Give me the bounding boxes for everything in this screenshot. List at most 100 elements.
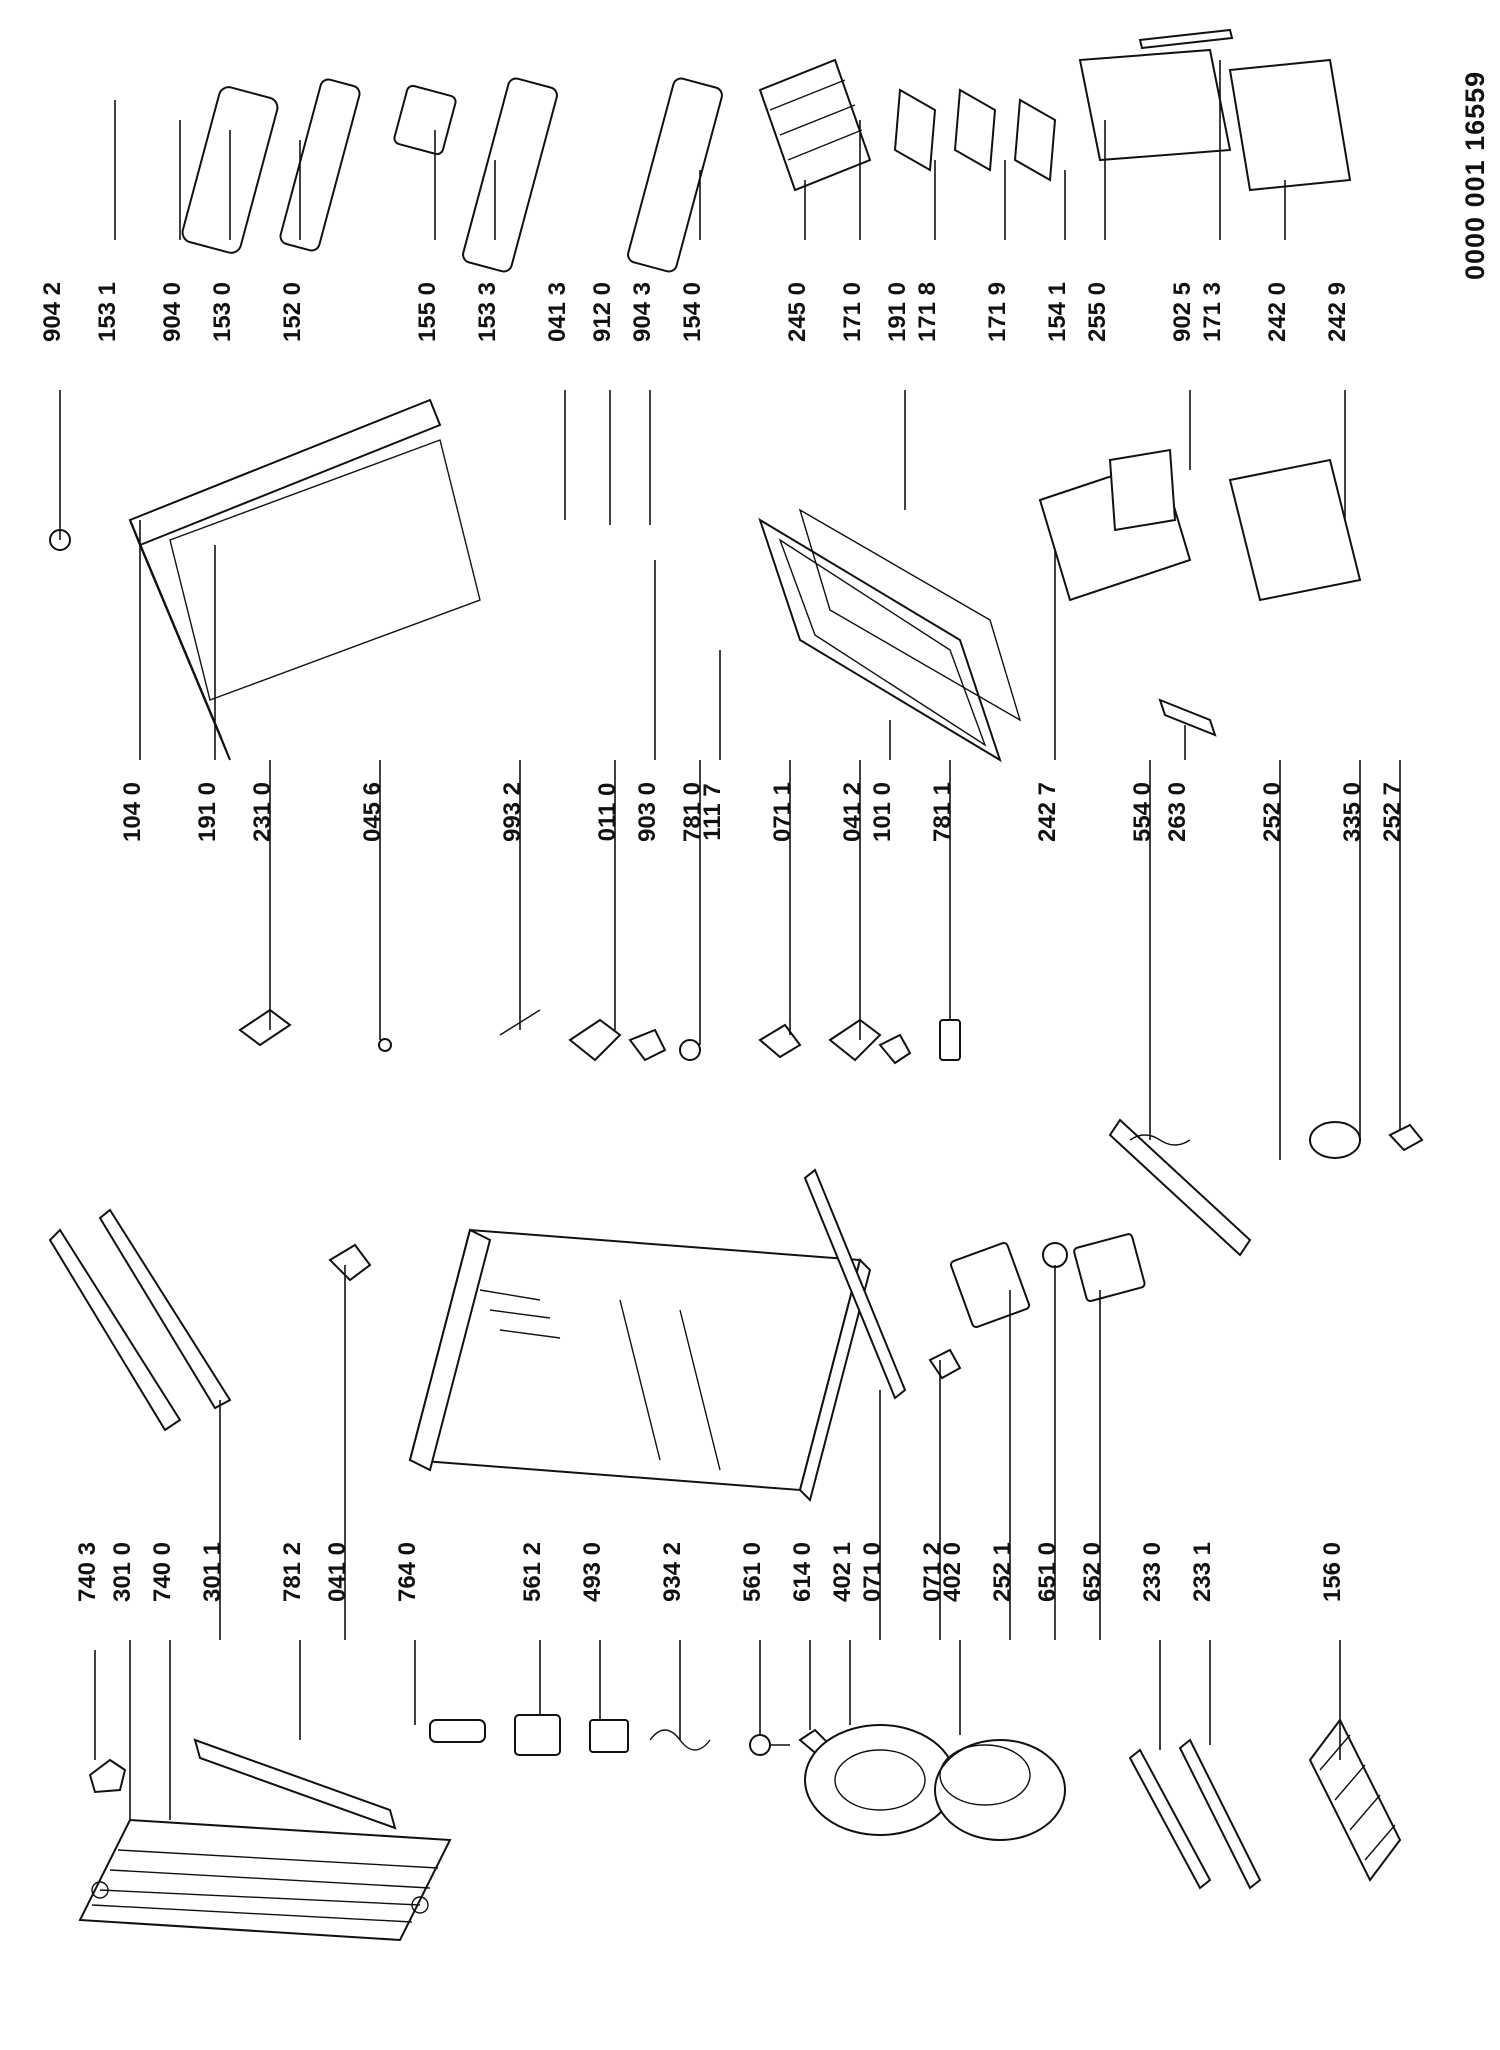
part-number-label: 902 5 — [1169, 282, 1196, 342]
grille-part — [1308, 1718, 1402, 1882]
part-number-label: 993 2 — [499, 782, 526, 842]
gasket-upper — [169, 439, 481, 701]
compressor — [934, 1739, 1066, 1841]
capacitor-block — [589, 1719, 629, 1753]
part-number-label: 781 0 — [679, 782, 706, 842]
part-number-label: 335 0 — [1339, 782, 1366, 842]
part-number-label: 903 0 — [634, 782, 661, 842]
part-number-label: 171 3 — [1199, 282, 1226, 342]
part-number-label: 154 1 — [1044, 282, 1071, 342]
hinge-pin — [238, 1008, 292, 1047]
part-number-label: 245 0 — [784, 282, 811, 342]
part-number-label: 011 0 — [594, 783, 621, 842]
shelf-trim — [1138, 28, 1234, 50]
part-number-label: 904 2 — [39, 282, 66, 342]
part-number-label: 191 0 — [884, 282, 911, 342]
part-number-label: 652 0 — [1079, 1542, 1106, 1602]
part-number-label: 071 2 — [919, 1542, 946, 1602]
door-shelf-2 — [279, 78, 361, 252]
control-board — [1073, 1233, 1146, 1303]
drain-plug — [1388, 1123, 1424, 1152]
part-number-label: 934 2 — [659, 1542, 686, 1602]
condenser-coil — [78, 1818, 452, 1942]
part-number-label: 614 0 — [789, 1542, 816, 1602]
hinge-part — [328, 1243, 372, 1282]
part-number-label: 554 0 — [1129, 782, 1156, 842]
bottom-trim — [803, 1168, 907, 1400]
part-number-label: 045 6 — [359, 782, 386, 842]
egg-tray — [393, 84, 457, 156]
hinge-set — [568, 1018, 667, 1062]
part-number-label: 171 8 — [914, 282, 941, 342]
part-number-label: 912 0 — [589, 282, 616, 342]
crisper-drawer — [1228, 58, 1352, 192]
drawer-front — [1108, 448, 1177, 532]
part-number-label: 154 0 — [679, 282, 706, 342]
evaporator-unit — [1108, 1118, 1252, 1257]
part-number-label: 561 2 — [519, 1542, 546, 1602]
part-number-label: 781 2 — [279, 1542, 306, 1602]
part-number-label: 651 0 — [1034, 1542, 1061, 1602]
relay-block — [514, 1714, 561, 1756]
shelf-support-2 — [953, 88, 997, 172]
plug-part — [378, 1038, 392, 1052]
glass-shelf — [1078, 48, 1232, 162]
rail-part-2 — [1178, 1738, 1262, 1890]
part-number-label: 904 0 — [159, 282, 186, 342]
part-number-label: 041 0 — [324, 1542, 351, 1602]
part-number-label: 764 0 — [394, 1542, 421, 1602]
clip-part — [88, 1758, 127, 1794]
small-bracket — [928, 1348, 962, 1380]
part-number-label: 231 0 — [249, 782, 276, 842]
part-number-label: 242 0 — [1264, 282, 1291, 342]
part-number-label: 155 0 — [414, 282, 441, 342]
part-number-label: 255 0 — [1084, 282, 1111, 342]
part-number-label: 071 0 — [859, 1542, 886, 1602]
part-number-label: 071 1 — [769, 782, 796, 842]
part-number-label: 152 0 — [279, 282, 306, 342]
part-number-label: 781 1 — [929, 782, 956, 842]
part-number-label: 101 0 — [869, 782, 896, 842]
door-shelf-4 — [627, 77, 723, 273]
top-trim-1 — [48, 1228, 182, 1432]
part-number-label: 242 9 — [1324, 282, 1351, 342]
filter-part — [1158, 698, 1217, 737]
glass-shelf-grid — [758, 58, 872, 192]
part-number-label: 402 0 — [939, 1542, 966, 1602]
part-number-label: 041 2 — [839, 782, 866, 842]
part-number-label: 301 0 — [109, 1542, 136, 1602]
gasket-lower — [798, 508, 1022, 722]
part-number-label: 740 3 — [74, 1542, 101, 1602]
door-lower — [758, 517, 1002, 763]
part-number-label: 171 9 — [984, 282, 1011, 342]
part-number-label: 252 7 — [1379, 782, 1406, 842]
cover-part — [939, 1019, 961, 1061]
part-number-label: 301 1 — [199, 1542, 226, 1602]
shelf-support — [893, 88, 937, 172]
motor-fan — [804, 1724, 956, 1836]
part-number-label: 111 7 — [699, 783, 726, 840]
part-number-label: 153 3 — [474, 282, 501, 342]
cable-part — [749, 1734, 790, 1756]
part-number-label: 402 1 — [829, 1542, 856, 1602]
part-number-label: 904 3 — [629, 282, 656, 342]
top-trim-2 — [98, 1208, 232, 1410]
cabinet — [408, 1228, 872, 1502]
part-number-label: 242 7 — [1034, 782, 1061, 842]
rail-part — [1128, 1748, 1212, 1890]
drawer-lower — [1228, 458, 1362, 602]
part-number-label: 156 0 — [1319, 1542, 1346, 1602]
part-number-label: 252 1 — [989, 1542, 1016, 1602]
thermostat-box — [949, 1241, 1031, 1329]
part-number-label: 041 3 — [544, 282, 571, 342]
part-number-label: 104 0 — [119, 782, 146, 842]
part-number-label: 263 0 — [1164, 782, 1191, 842]
screw-part — [679, 1039, 701, 1061]
foot-part — [758, 1023, 802, 1059]
part-number-label: 233 1 — [1189, 1542, 1216, 1602]
part-number-label: 561 0 — [739, 1542, 766, 1602]
door-shelf-3 — [462, 77, 558, 273]
rod-part — [429, 1719, 486, 1743]
part-number-label: 153 1 — [94, 282, 121, 342]
